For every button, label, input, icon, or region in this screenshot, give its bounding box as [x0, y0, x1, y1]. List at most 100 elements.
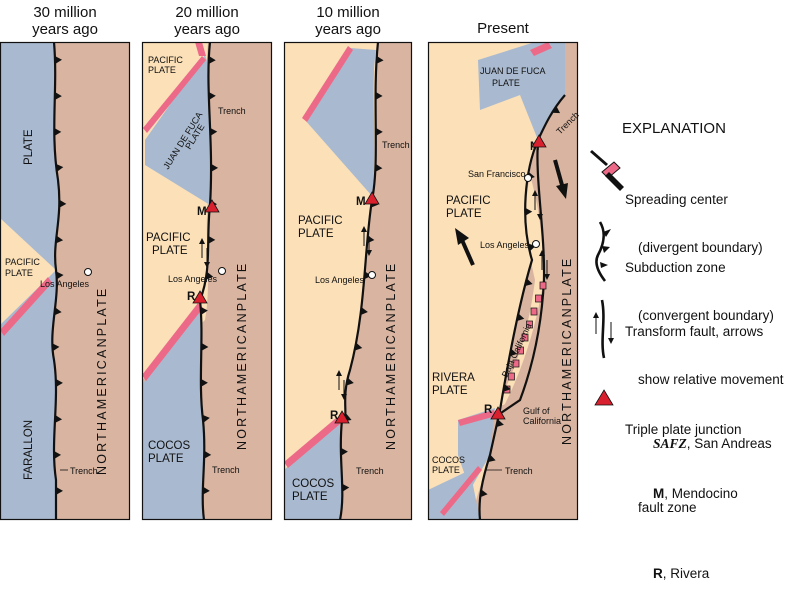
- spreading-center-south: [284, 418, 340, 468]
- subduction-tooth: [552, 106, 561, 114]
- subduction-tooth: [52, 343, 60, 352]
- legend-triple-r: R: [653, 566, 663, 581]
- los-angeles-marker: [532, 240, 540, 248]
- gulf-spreading-segment: [512, 359, 520, 368]
- explanation-title: EXPLANATION: [622, 120, 726, 137]
- trench-label: Trench: [382, 140, 410, 150]
- subduction-tooth: [376, 55, 384, 64]
- plate-label: PLATE: [23, 129, 35, 165]
- legend-transform-line2: show relative movement: [638, 372, 784, 387]
- legend-transform-fault-icon: [593, 299, 614, 359]
- subduction-tooth: [375, 127, 383, 136]
- gulf-label-line1: Gulf of: [523, 406, 550, 416]
- subduction-tooth: [516, 313, 525, 322]
- stage-title-line2: years ago: [32, 21, 98, 38]
- mendocino-junction-label: M: [197, 206, 207, 218]
- stage-title-line1: 20 million: [175, 4, 239, 21]
- pacific-label: PACIFIC: [298, 215, 343, 227]
- subduction-tooth: [200, 306, 208, 315]
- subduction-tooth: [342, 483, 350, 492]
- plate-label: PLATE: [298, 228, 334, 240]
- north-american-plate-label: NORTHAMERICANPLATE: [384, 262, 398, 450]
- subduction-tooth: [487, 454, 496, 463]
- subduction-tooth: [202, 414, 210, 423]
- subduction-tooth: [201, 342, 209, 351]
- subduction-tooth: [200, 378, 208, 387]
- rivera-label: RIVERA: [432, 372, 475, 384]
- stage-title-line2: years ago: [315, 21, 381, 38]
- subduction-tooth: [211, 163, 219, 172]
- subduction-teeth: [480, 106, 561, 498]
- panel-30ma: [0, 42, 130, 520]
- subduction-tooth: [346, 377, 354, 386]
- stage-title-line1: Present: [477, 20, 529, 37]
- plate-label: PLATE: [5, 268, 33, 278]
- pacific-label: PACIFIC: [148, 55, 183, 65]
- san-francisco-marker: [524, 174, 532, 182]
- pacific-label: PACIFIC: [446, 195, 491, 207]
- legend-safz-text: , San Andreas: [686, 436, 772, 451]
- north-american-plate-label: NORTHAMERICANPLATE: [560, 257, 574, 445]
- stage-title-present: Present: [428, 20, 578, 37]
- pacific-label: PACIFIC: [146, 232, 191, 244]
- subduction-tooth: [340, 447, 348, 456]
- legend-triple-junction-icon: [594, 389, 614, 406]
- subduction-tooth: [54, 91, 62, 100]
- rivera-junction-label: R: [187, 291, 196, 303]
- transform-arrows-present: [532, 190, 550, 280]
- legend-triple-m-text: , Mendocino: [664, 486, 738, 501]
- legend-transform-line1: Transform fault, arrows: [625, 324, 764, 339]
- triple-junction-mendocino: [204, 199, 220, 213]
- north-american-motion-arrow: [553, 159, 568, 199]
- plate-label: PLATE: [446, 208, 482, 220]
- legend-triple-line3: R, Rivera: [625, 550, 742, 598]
- pacific-label: PACIFIC: [5, 257, 40, 267]
- subduction-tooth: [54, 307, 62, 316]
- pacific-plate-area: [0, 218, 56, 325]
- subduction-tooth: [55, 379, 63, 388]
- subduction-tooth: [54, 55, 62, 64]
- trench-label: Trench: [218, 106, 246, 116]
- subduction-tooth: [208, 91, 216, 100]
- los-angeles-label: Los Angeles: [168, 274, 218, 284]
- legend-spreading-center: Spreading center (divergent boundary): [625, 160, 763, 272]
- stage-title-line1: 10 million: [316, 4, 380, 21]
- transform-arrows-10ma-north: [361, 226, 372, 256]
- transform-arrows-20ma: [199, 238, 210, 268]
- spreading-center-north: [302, 46, 353, 122]
- legend-subduction-line2: (convergent boundary): [638, 308, 774, 323]
- stage-title-line2: years ago: [174, 21, 240, 38]
- cocos-plate-area: [142, 302, 205, 520]
- spreading-center-top: [195, 42, 206, 56]
- legend-spreading-line2: (divergent boundary): [638, 240, 763, 255]
- subduction-tooth: [54, 127, 62, 136]
- juan-de-fuca-plate-area: [145, 55, 212, 205]
- gulf-spreading-segment: [517, 346, 524, 355]
- legend-triple-r-text: , Rivera: [662, 566, 710, 581]
- farallon-label: FARALLON: [23, 420, 35, 480]
- los-angeles-marker: [368, 271, 376, 279]
- plate-label: PLATE: [148, 65, 176, 75]
- los-angeles-label: Los Angeles: [480, 240, 530, 250]
- cocos-label: COCOS: [148, 440, 191, 452]
- plate-label: PLATE: [292, 491, 328, 503]
- gulf-spreading-segment: [521, 333, 529, 342]
- trench-label: Trench: [70, 466, 98, 476]
- stage-title-20ma: 20 million years ago: [142, 4, 272, 38]
- plate-label: PLATE: [152, 245, 188, 257]
- pacific-motion-arrow: [455, 228, 475, 266]
- subduction-tooth: [205, 271, 214, 280]
- subduction-tooth: [55, 163, 64, 172]
- plate-tectonics-diagram: PLATE PACIFIC PLATE Los Angeles FARALLON…: [0, 41, 624, 521]
- baja-california-area: [499, 175, 543, 406]
- plate-label: PLATE: [432, 385, 468, 397]
- cocos-label: COCOS: [432, 455, 465, 465]
- subduction-tooth: [375, 163, 383, 172]
- subduction-tooth: [208, 235, 216, 244]
- panel-present: [428, 42, 578, 520]
- pacific-plate-area: [428, 42, 540, 520]
- rivera-junction-label: R: [330, 410, 339, 422]
- subduction-tooth: [509, 348, 518, 357]
- subduction-tooth: [204, 450, 212, 459]
- legend-safz-abbr: SAFZ: [653, 436, 687, 451]
